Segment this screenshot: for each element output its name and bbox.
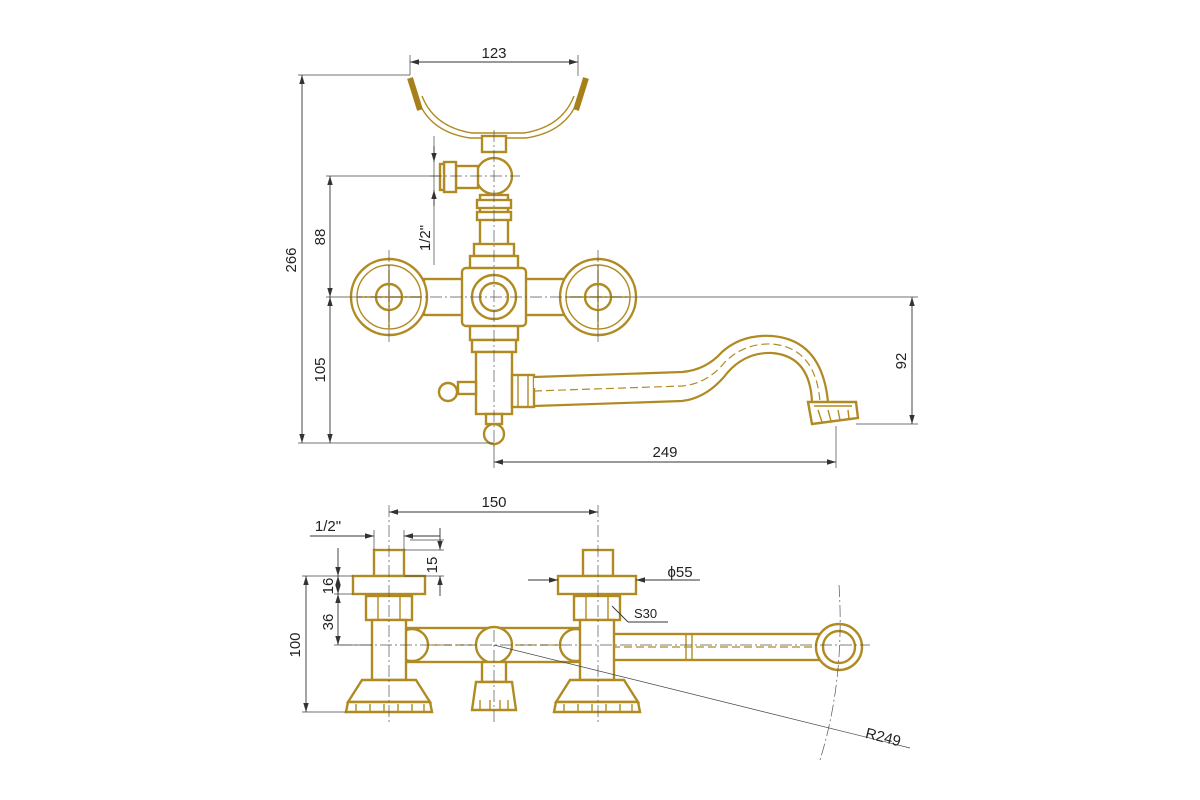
dim-total-height: 266 — [283, 247, 300, 272]
top-center-lines — [340, 505, 870, 761]
dim-lower: 105 — [312, 357, 329, 382]
spout-top — [573, 622, 864, 672]
top-view: 150 1/2" 15 16 36 100 ϕ55 S30 R249 — [287, 494, 911, 761]
top-dimension-lines — [303, 509, 700, 712]
dim-total: 100 — [287, 632, 304, 657]
dim-thread-front: 1/2" — [417, 225, 434, 251]
dim-upper: 88 — [312, 229, 329, 246]
dim-spout-drop: 92 — [893, 353, 910, 370]
dim-knob: 16 — [320, 578, 337, 595]
dim-diameter: ϕ55 — [667, 564, 692, 581]
dim-cap: 15 — [424, 557, 441, 574]
front-view: 123 266 88 1/2" 105 92 249 — [283, 45, 918, 468]
shower-holder — [407, 77, 589, 154]
front-dimension-lines — [299, 59, 915, 465]
dim-spout-reach: 249 — [652, 444, 677, 461]
spout — [510, 332, 860, 426]
front-center-lines — [350, 130, 640, 450]
dim-radius: R249 — [864, 725, 903, 750]
dim-wrench: S30 — [634, 606, 657, 621]
lower-body — [437, 338, 518, 446]
dim-holder-width: 123 — [481, 45, 506, 62]
dim-center-distance: 150 — [481, 494, 506, 511]
dim-body: 36 — [320, 614, 337, 631]
dim-thread-top: 1/2" — [315, 518, 341, 535]
